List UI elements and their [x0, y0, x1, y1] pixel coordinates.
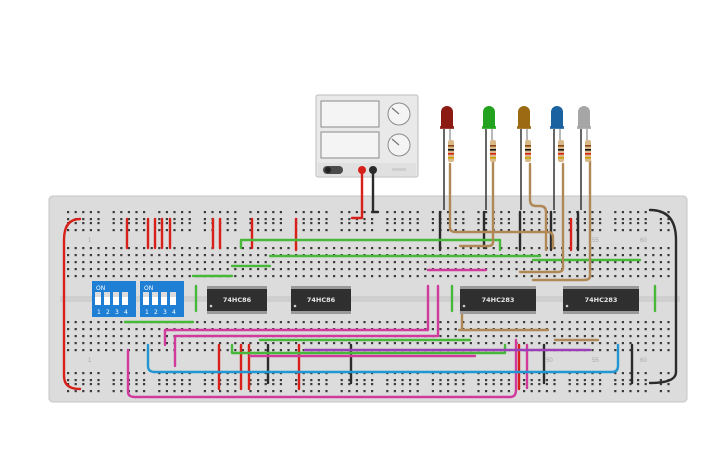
dip-switch-2[interactable]: ON 1 2 3 4	[140, 281, 184, 317]
wire-pink-1	[163, 284, 430, 347]
led-brown[interactable]	[517, 106, 531, 210]
col-number-bottom-60: 60	[640, 358, 647, 364]
dip-switch-2-pos-2: 2	[154, 309, 158, 316]
wire-rail-right-black	[648, 208, 678, 385]
col-number-bottom-55: 55	[592, 358, 599, 364]
wire-tan-4	[518, 162, 565, 274]
wire-tan-3	[528, 162, 548, 252]
chip-74hc283-1-label: 74HC283	[482, 296, 515, 304]
resistor[interactable]	[490, 140, 496, 162]
dip-switch-1-pos-1: 1	[97, 309, 101, 316]
dip-switch-1-pos-3: 3	[115, 309, 119, 316]
positive-terminal-icon[interactable]	[358, 166, 366, 174]
dip-switch-2-pos-3: 3	[163, 309, 167, 316]
resistor[interactable]	[585, 140, 591, 162]
chip-74hc283-2[interactable]: 74HC283	[563, 286, 639, 314]
chip-74hc86-1-label: 74HC86	[223, 296, 252, 304]
resistor[interactable]	[525, 140, 531, 162]
wire-blue-1	[146, 343, 620, 374]
wire-pink-2	[173, 284, 440, 368]
current-display	[320, 131, 380, 159]
col-number-bottom-1: 1	[88, 358, 92, 364]
led-red[interactable]	[440, 106, 454, 210]
resistor[interactable]	[448, 140, 454, 162]
wire-rail-left-red	[62, 217, 82, 391]
power-supply[interactable]	[315, 94, 419, 178]
chip-74hc86-2[interactable]: 74HC86	[291, 286, 351, 314]
wires	[62, 158, 678, 399]
col-number-bottom-50: 50	[546, 358, 553, 364]
led-array	[440, 106, 591, 210]
chip-74hc86-2-label: 74HC86	[307, 296, 336, 304]
wire-psu-negative	[371, 170, 380, 214]
col-number-top-55: 55	[592, 238, 599, 244]
wire-psu-positive	[350, 170, 364, 220]
wire-tan-2	[458, 160, 495, 248]
wire-tan-5	[531, 158, 592, 282]
led-blue[interactable]	[550, 106, 564, 210]
dip-switch-1-on-label: ON	[96, 285, 105, 292]
wire-tan-1	[448, 162, 555, 250]
negative-terminal-icon[interactable]	[369, 166, 377, 174]
center-channel	[60, 296, 680, 302]
voltage-display	[320, 100, 380, 128]
chip-74hc283-1[interactable]: 74HC283	[460, 286, 536, 314]
wire-green-1	[239, 238, 502, 252]
chip-74hc283-2-label: 74HC283	[585, 296, 618, 304]
dip-switch-1[interactable]: ON 1 2 3 4	[92, 281, 136, 317]
dip-switch-1-pos-4: 4	[124, 309, 128, 316]
led-gray[interactable]	[577, 106, 591, 210]
resistor[interactable]	[558, 140, 564, 162]
chip-74hc86-1[interactable]: 74HC86	[207, 286, 267, 314]
dip-switch-1-pos-2: 2	[106, 309, 110, 316]
dip-switch-2-pos-1: 1	[145, 309, 149, 316]
led-green[interactable]	[482, 106, 496, 210]
col-number-top-60: 60	[640, 238, 647, 244]
dip-switch-2-on-label: ON	[144, 285, 153, 292]
wire-pink-4	[126, 338, 518, 399]
dip-switch-2-pos-4: 4	[172, 309, 176, 316]
col-number-top-1: 1	[88, 238, 92, 244]
